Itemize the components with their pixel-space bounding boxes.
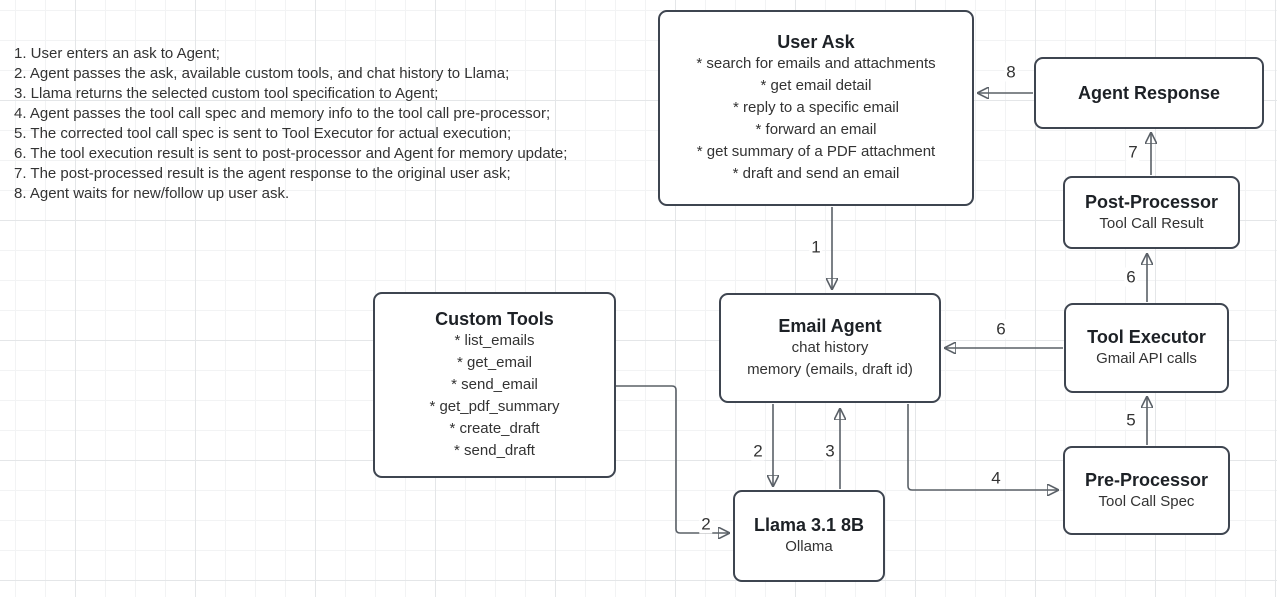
post-processor-title: Post-Processor: [1084, 191, 1219, 212]
edge-label-6-agent: 6: [994, 319, 1008, 339]
custom-tools-item: * get_pdf_summary: [429, 398, 560, 415]
custom-tools-item: * create_draft: [449, 420, 540, 437]
edge-label-2-agent: 2: [751, 441, 765, 461]
email-agent-title: Email Agent: [778, 316, 882, 336]
llama-node: Llama 3.1 8B Ollama: [733, 490, 885, 582]
arrow-custom-tools-to-llama: [616, 385, 728, 533]
post-processor-node: Post-Processor Tool Call Result: [1063, 176, 1240, 249]
agent-response-node: Agent Response: [1034, 57, 1264, 129]
custom-tools-item: * list_emails: [454, 332, 535, 349]
email-agent-node: Email Agent chat history memory (emails,…: [719, 293, 941, 403]
custom-tools-item: * get_email: [456, 354, 533, 371]
note-line-8: 8. Agent waits for new/follow up user as…: [14, 185, 290, 202]
llama-title: Llama 3.1 8B: [753, 515, 865, 535]
edge-label-6-post: 6: [1124, 267, 1138, 287]
note-line-3: 3. Llama returns the selected custom too…: [14, 85, 439, 102]
note-line-6: 6. The tool execution result is sent to …: [14, 145, 568, 162]
edge-label-1: 1: [809, 237, 823, 257]
arrow-email-agent-to-pre-processor: [907, 404, 1057, 490]
edge-label-8: 8: [1004, 62, 1018, 82]
custom-tools-item: * send_email: [451, 376, 538, 393]
flow-notes: 1. User enters an ask to Agent; 2. Agent…: [14, 44, 567, 204]
user-ask-node: User Ask * search for emails and attachm…: [658, 10, 974, 206]
note-line-5: 5. The corrected tool call spec is sent …: [14, 125, 512, 142]
user-ask-item: * reply to a specific email: [733, 99, 899, 116]
email-agent-line: chat history: [791, 339, 869, 356]
edge-label-5: 5: [1124, 410, 1138, 430]
user-ask-item: * get email detail: [760, 77, 872, 94]
custom-tools-node: Custom Tools * list_emails * get_email *…: [373, 292, 616, 478]
user-ask-item: * get summary of a PDF attachment: [696, 143, 936, 160]
post-processor-subtitle: Tool Call Result: [1099, 214, 1204, 232]
note-line-1: 1. User enters an ask to Agent;: [14, 45, 220, 62]
user-ask-item: * draft and send an email: [732, 165, 900, 182]
email-agent-line: memory (emails, draft id): [747, 361, 913, 378]
pre-processor-title: Pre-Processor: [1084, 469, 1209, 490]
edge-label-3: 3: [823, 441, 837, 461]
tool-executor-subtitle: Gmail API calls: [1096, 350, 1197, 367]
user-ask-item: * search for emails and attachments: [696, 55, 936, 72]
agent-response-title: Agent Response: [1077, 83, 1221, 103]
user-ask-title: User Ask: [777, 32, 855, 52]
note-line-2: 2. Agent passes the ask, available custo…: [14, 65, 510, 82]
edge-label-2-tools: 2: [699, 514, 713, 534]
note-line-4: 4. Agent passes the tool call spec and m…: [14, 105, 551, 122]
user-ask-item: * forward an email: [755, 121, 877, 138]
custom-tools-item: * send_draft: [454, 442, 535, 459]
tool-executor-node: Tool Executor Gmail API calls: [1064, 303, 1229, 393]
pre-processor-subtitle: Tool Call Spec: [1098, 492, 1195, 510]
edge-label-7: 7: [1126, 142, 1140, 162]
note-line-7: 7. The post-processed result is the agen…: [14, 165, 511, 182]
edge-label-4: 4: [989, 468, 1003, 488]
llama-subtitle: Ollama: [785, 538, 833, 555]
custom-tools-title: Custom Tools: [435, 309, 554, 329]
tool-executor-title: Tool Executor: [1087, 327, 1206, 347]
pre-processor-node: Pre-Processor Tool Call Spec: [1063, 446, 1230, 535]
